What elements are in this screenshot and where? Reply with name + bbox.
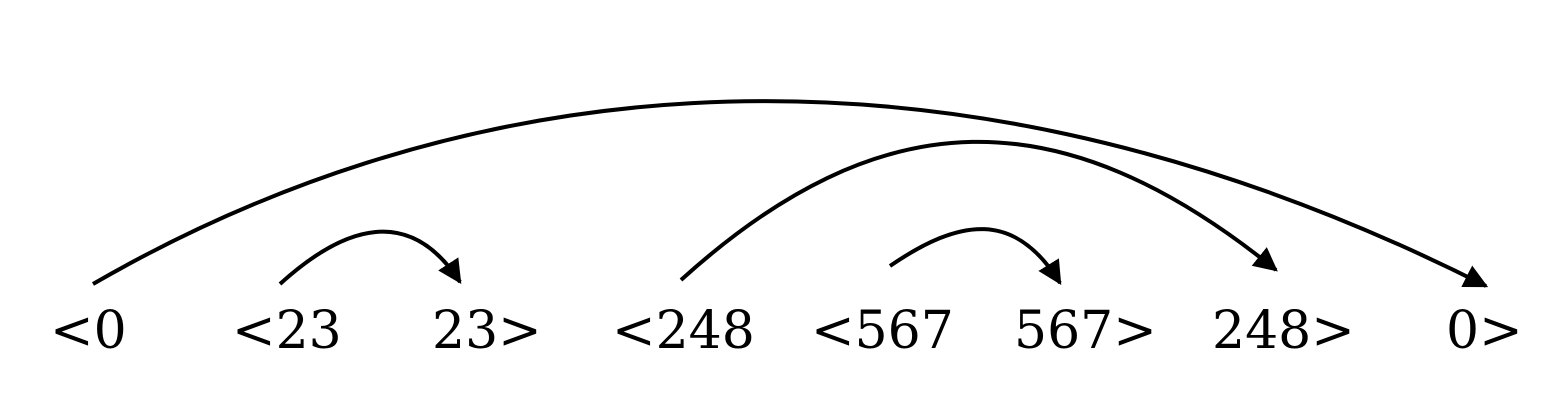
token-open-23: <23 <box>232 301 342 361</box>
token-close-0: 0> <box>1446 301 1523 361</box>
token-open-248: <248 <box>612 301 755 361</box>
arc-248-to-248 <box>679 139 1278 282</box>
token-open-567: <567 <box>811 301 954 361</box>
arc-567-to-567 <box>888 227 1062 286</box>
token-close-567: 567> <box>1014 301 1157 361</box>
arc-23-to-23 <box>278 229 462 286</box>
token-close-248: 248> <box>1212 301 1355 361</box>
token-close-23: 23> <box>432 301 542 361</box>
arc-0-to-0 <box>91 99 1489 288</box>
token-open-0: <0 <box>50 301 127 361</box>
